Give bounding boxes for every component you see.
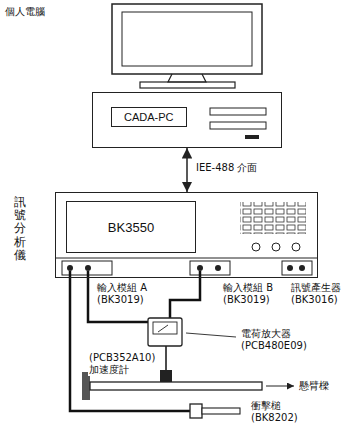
leader-line (186, 333, 236, 337)
edge-label: IEE-488 介面 (195, 162, 258, 174)
device-label: 訊號分析儀 (14, 196, 26, 262)
device-label: 個人電腦 (4, 6, 46, 18)
meter-dial (153, 322, 177, 334)
input-connector (197, 265, 203, 271)
accelerometer (160, 370, 172, 382)
power-button (245, 135, 259, 139)
input-connector (215, 265, 221, 271)
sensor-label: (PCB352A10) 加速度計 (88, 352, 156, 376)
drive-slot (210, 108, 266, 115)
cable (165, 346, 167, 370)
node-text: BK3550 (66, 201, 196, 253)
node-text: CADA-PC (111, 107, 187, 127)
knob (292, 243, 300, 251)
monitor-base (140, 82, 235, 88)
pointer-arrow (266, 386, 294, 387)
module-label: 輸入模組 B (BK3019) (222, 282, 282, 306)
part-label: 懸臂樑 (298, 380, 330, 392)
module-panel (282, 261, 312, 275)
module-label: 訊號產生器 (BK3016) (290, 282, 354, 306)
output-connector (299, 265, 305, 271)
monitor-stand (168, 74, 206, 82)
connector-arrow (186, 148, 188, 192)
input-connector (67, 265, 73, 271)
meter-needle (158, 325, 168, 332)
beam (90, 382, 262, 390)
knob (252, 243, 260, 251)
analyzer-case: BK3550 (55, 192, 318, 278)
output-connector (287, 265, 293, 271)
module-label: 輸入模組 A (BK3019) (96, 282, 156, 306)
drive-slot (210, 122, 266, 129)
panel-line (56, 258, 317, 259)
device-label: 衝擊槌 (BK8202) (250, 400, 302, 424)
monitor-frame (112, 4, 262, 74)
input-connector (85, 265, 91, 271)
module-panel (190, 261, 230, 275)
keypad (240, 202, 306, 234)
hammer-head (190, 404, 202, 418)
cable (170, 271, 200, 318)
device-label: 電荷放大器 (PCB480E09) (240, 328, 310, 352)
hammer-handle (202, 408, 240, 414)
monitor-screen (122, 12, 252, 66)
clamp (82, 372, 90, 400)
computer-case: CADA-PC (92, 92, 282, 148)
knob (272, 243, 280, 251)
charge-amplifier (148, 318, 182, 346)
